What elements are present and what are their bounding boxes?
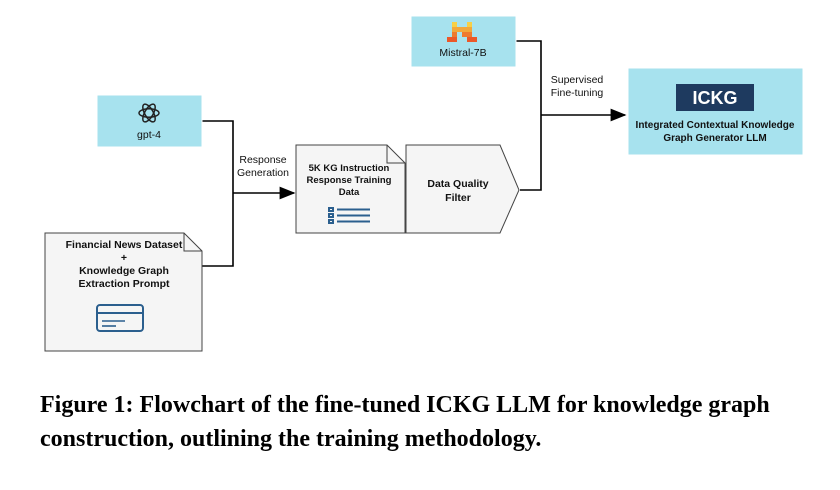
flowchart: gpt-4 Mistral-7B Financial News Dataset …: [44, 15, 804, 352]
gpt4-node: gpt-4: [96, 94, 203, 148]
edge-label-response-line1: Response: [239, 154, 286, 166]
training-line2: Response Training: [307, 175, 392, 186]
training-line1: 5K KG Instruction: [309, 163, 390, 174]
mistral-node: Mistral-7B: [410, 15, 517, 68]
edge-label-supervised-line1: Supervised: [551, 74, 604, 86]
training-data-node: 5K KG Instruction Response Training Data: [295, 144, 406, 234]
merge-bracket-right: [516, 40, 542, 191]
mistral-icon: [447, 22, 477, 42]
dataset-line3: Knowledge Graph: [79, 265, 169, 277]
credit-card-icon: [96, 304, 144, 332]
merge-bracket-left: [202, 120, 234, 267]
figure-caption: Figure 1: Flowchart of the fine-tuned IC…: [40, 392, 770, 452]
ickg-line2: Graph Generator LLM: [663, 133, 766, 144]
dataset-line4: Extraction Prompt: [78, 278, 170, 290]
dataset-node: Financial News Dataset + Knowledge Graph…: [44, 232, 203, 352]
mistral-label: Mistral-7B: [439, 47, 486, 59]
ickg-badge-label: ICKG: [693, 88, 738, 108]
gpt4-label: gpt-4: [137, 129, 161, 141]
filter-line1: Data Quality: [427, 178, 488, 190]
training-line3: Data: [339, 187, 360, 198]
list-icon: [328, 207, 370, 224]
edge-label-supervised-line2: Fine-tuning: [551, 87, 604, 99]
ickg-line1: Integrated Contextual Knowledge: [636, 120, 795, 131]
filter-node: Data Quality Filter: [405, 144, 520, 234]
ickg-badge: [676, 84, 754, 111]
filter-line2: Filter: [445, 192, 471, 204]
edge-label-response-line2: Generation: [237, 167, 289, 179]
dataset-line1: Financial News Dataset: [66, 239, 183, 251]
ickg-node: ICKG Integrated Contextual Knowledge Gra…: [627, 67, 804, 156]
dataset-line2: +: [121, 252, 127, 264]
openai-icon: [138, 103, 160, 123]
